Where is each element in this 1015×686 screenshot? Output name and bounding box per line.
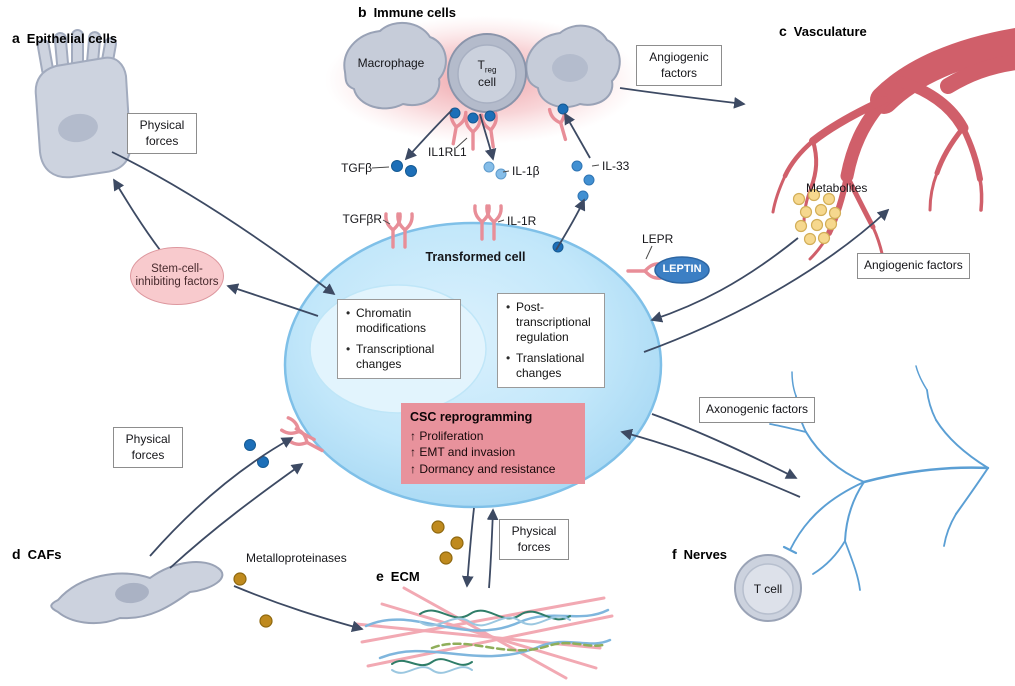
panel-name-c: Vasculature — [793, 24, 867, 39]
angiogenic-factors-top-box: Angiogenic factors — [636, 45, 722, 87]
csc-box-item: ↑ Proliferation — [410, 428, 484, 443]
panel-name-f: Nerves — [683, 547, 728, 562]
arrows — [111, 87, 890, 633]
il33-label: IL-33 — [602, 159, 630, 173]
csc-box-item: ↑ EMT and invasion — [410, 445, 516, 460]
chromatin-box-item: Transcriptional changes — [346, 342, 454, 372]
arrow-cell-to-vessel — [643, 208, 890, 353]
panel-label-f: f Nerves — [672, 546, 727, 562]
metalloproteinase-dots — [233, 520, 464, 628]
axonogenic-factors-box: Axonogenic factors — [699, 397, 816, 423]
t-cell-label: T cell — [753, 582, 783, 596]
t-cell-illustration — [734, 554, 802, 622]
chromatin-box-item: Chromatin modifications — [346, 306, 454, 336]
immune-cell-right-illustration — [525, 24, 621, 109]
arrow-treg-to-tgfb — [404, 109, 453, 161]
ecm-illustration — [354, 586, 614, 680]
panel-letter-a: a — [12, 30, 20, 46]
treg-cell-illustration — [447, 33, 527, 113]
arrow-cell-to-ecm — [461, 507, 475, 588]
physical-forces-bottom-box: Physical forces — [499, 519, 569, 561]
panel-letter-e: e — [376, 568, 384, 584]
caf-illustration — [50, 561, 224, 625]
post-transcriptional-box: Post-transcriptional regulation Translat… — [497, 293, 605, 388]
panel-letter-f: f — [672, 546, 677, 562]
tgfb-label: TGFβ — [341, 161, 372, 175]
panel-letter-d: d — [12, 546, 21, 562]
panel-name-d: CAFs — [27, 547, 62, 562]
transformed-cell-label: Transformed cell — [425, 250, 526, 264]
csc-box-item: ↑ Dormancy and resistance — [410, 462, 556, 477]
panel-label-e: e ECM — [376, 568, 420, 584]
panel-label-c: c Vasculature — [779, 23, 867, 39]
arrow-immune-to-il1b — [479, 113, 497, 161]
macrophage-illustration — [343, 21, 447, 110]
vasculature-illustration — [771, 28, 1015, 261]
epithelial-cell-illustration — [34, 29, 132, 179]
post-transcriptional-box-item: Translational changes — [506, 351, 598, 381]
tgfbr-label: TGFβR — [342, 212, 382, 226]
arrow-ecm-to-cell — [486, 508, 499, 589]
panel-label-d: d CAFs — [12, 546, 62, 562]
arrow-cell-to-il33 — [555, 198, 586, 251]
physical-forces-left-box: Physical forces — [113, 427, 183, 469]
arrow-caf-to-cell-2 — [169, 462, 304, 569]
physical-forces-top-box: Physical forces — [127, 113, 197, 155]
panel-label-a: a Epithelial cells — [12, 30, 117, 46]
arrow-metabolites-to-cell — [650, 237, 799, 323]
panel-letter-c: c — [779, 23, 787, 39]
arrow-cell-to-inhibiting-factors — [226, 283, 319, 317]
csc-reprogramming-box: CSC reprogramming ↑ Proliferation ↑ EMT … — [401, 403, 585, 484]
il1rl1-label: IL1RL1 — [428, 145, 467, 159]
arrow-caf-to-ecm — [233, 585, 364, 633]
metabolites-label: Metabolites — [806, 181, 868, 195]
leader-lines — [371, 137, 653, 260]
panel-label-b: b Immune cells — [358, 4, 456, 20]
arrow-factors-to-epithelial — [113, 178, 161, 251]
ligand-dots — [233, 103, 842, 628]
panel-name-b: Immune cells — [373, 5, 456, 20]
arrow-epithelial-to-cell — [111, 151, 336, 296]
leptin-badge — [654, 256, 710, 284]
macrophage-label: Macrophage — [357, 56, 425, 70]
post-transcriptional-box-item: Post-transcriptional regulation — [506, 300, 598, 345]
post-transcriptional-box-list: Post-transcriptional regulation Translat… — [504, 300, 598, 381]
il1r-label: IL-1R — [507, 214, 537, 228]
chromatin-box-list: Chromatin modifications Transcriptional … — [344, 306, 454, 372]
panel-letter-b: b — [358, 4, 367, 20]
panel-name-a: Epithelial cells — [26, 31, 118, 46]
csc-box-title: CSC reprogramming — [410, 410, 533, 424]
arrow-immune-to-vessel — [619, 87, 746, 109]
leptin-label: LEPTIN — [662, 263, 702, 275]
arrow-cell-to-nerve — [651, 413, 798, 479]
panel-name-e: ECM — [390, 569, 420, 584]
angiogenic-factors-right-box: Angiogenic factors — [857, 253, 970, 279]
arrow-caf-to-cell-1 — [149, 437, 294, 557]
metabolite-dots — [792, 188, 842, 246]
lepr-label: LEPR — [642, 232, 674, 246]
il1b-label: IL-1β — [512, 164, 540, 178]
metalloproteinases-label: Metalloproteinases — [246, 551, 347, 565]
chromatin-box: Chromatin modifications Transcriptional … — [337, 299, 461, 379]
stem-cell-inhibiting-factors-ellipse: Stem-cell-inhibiting factors — [130, 247, 224, 305]
inhibition-bar — [782, 545, 798, 555]
arrow-nerve-to-cell — [620, 428, 801, 498]
arrow-il33-to-immune — [564, 112, 591, 159]
nerve-illustration — [769, 365, 990, 591]
